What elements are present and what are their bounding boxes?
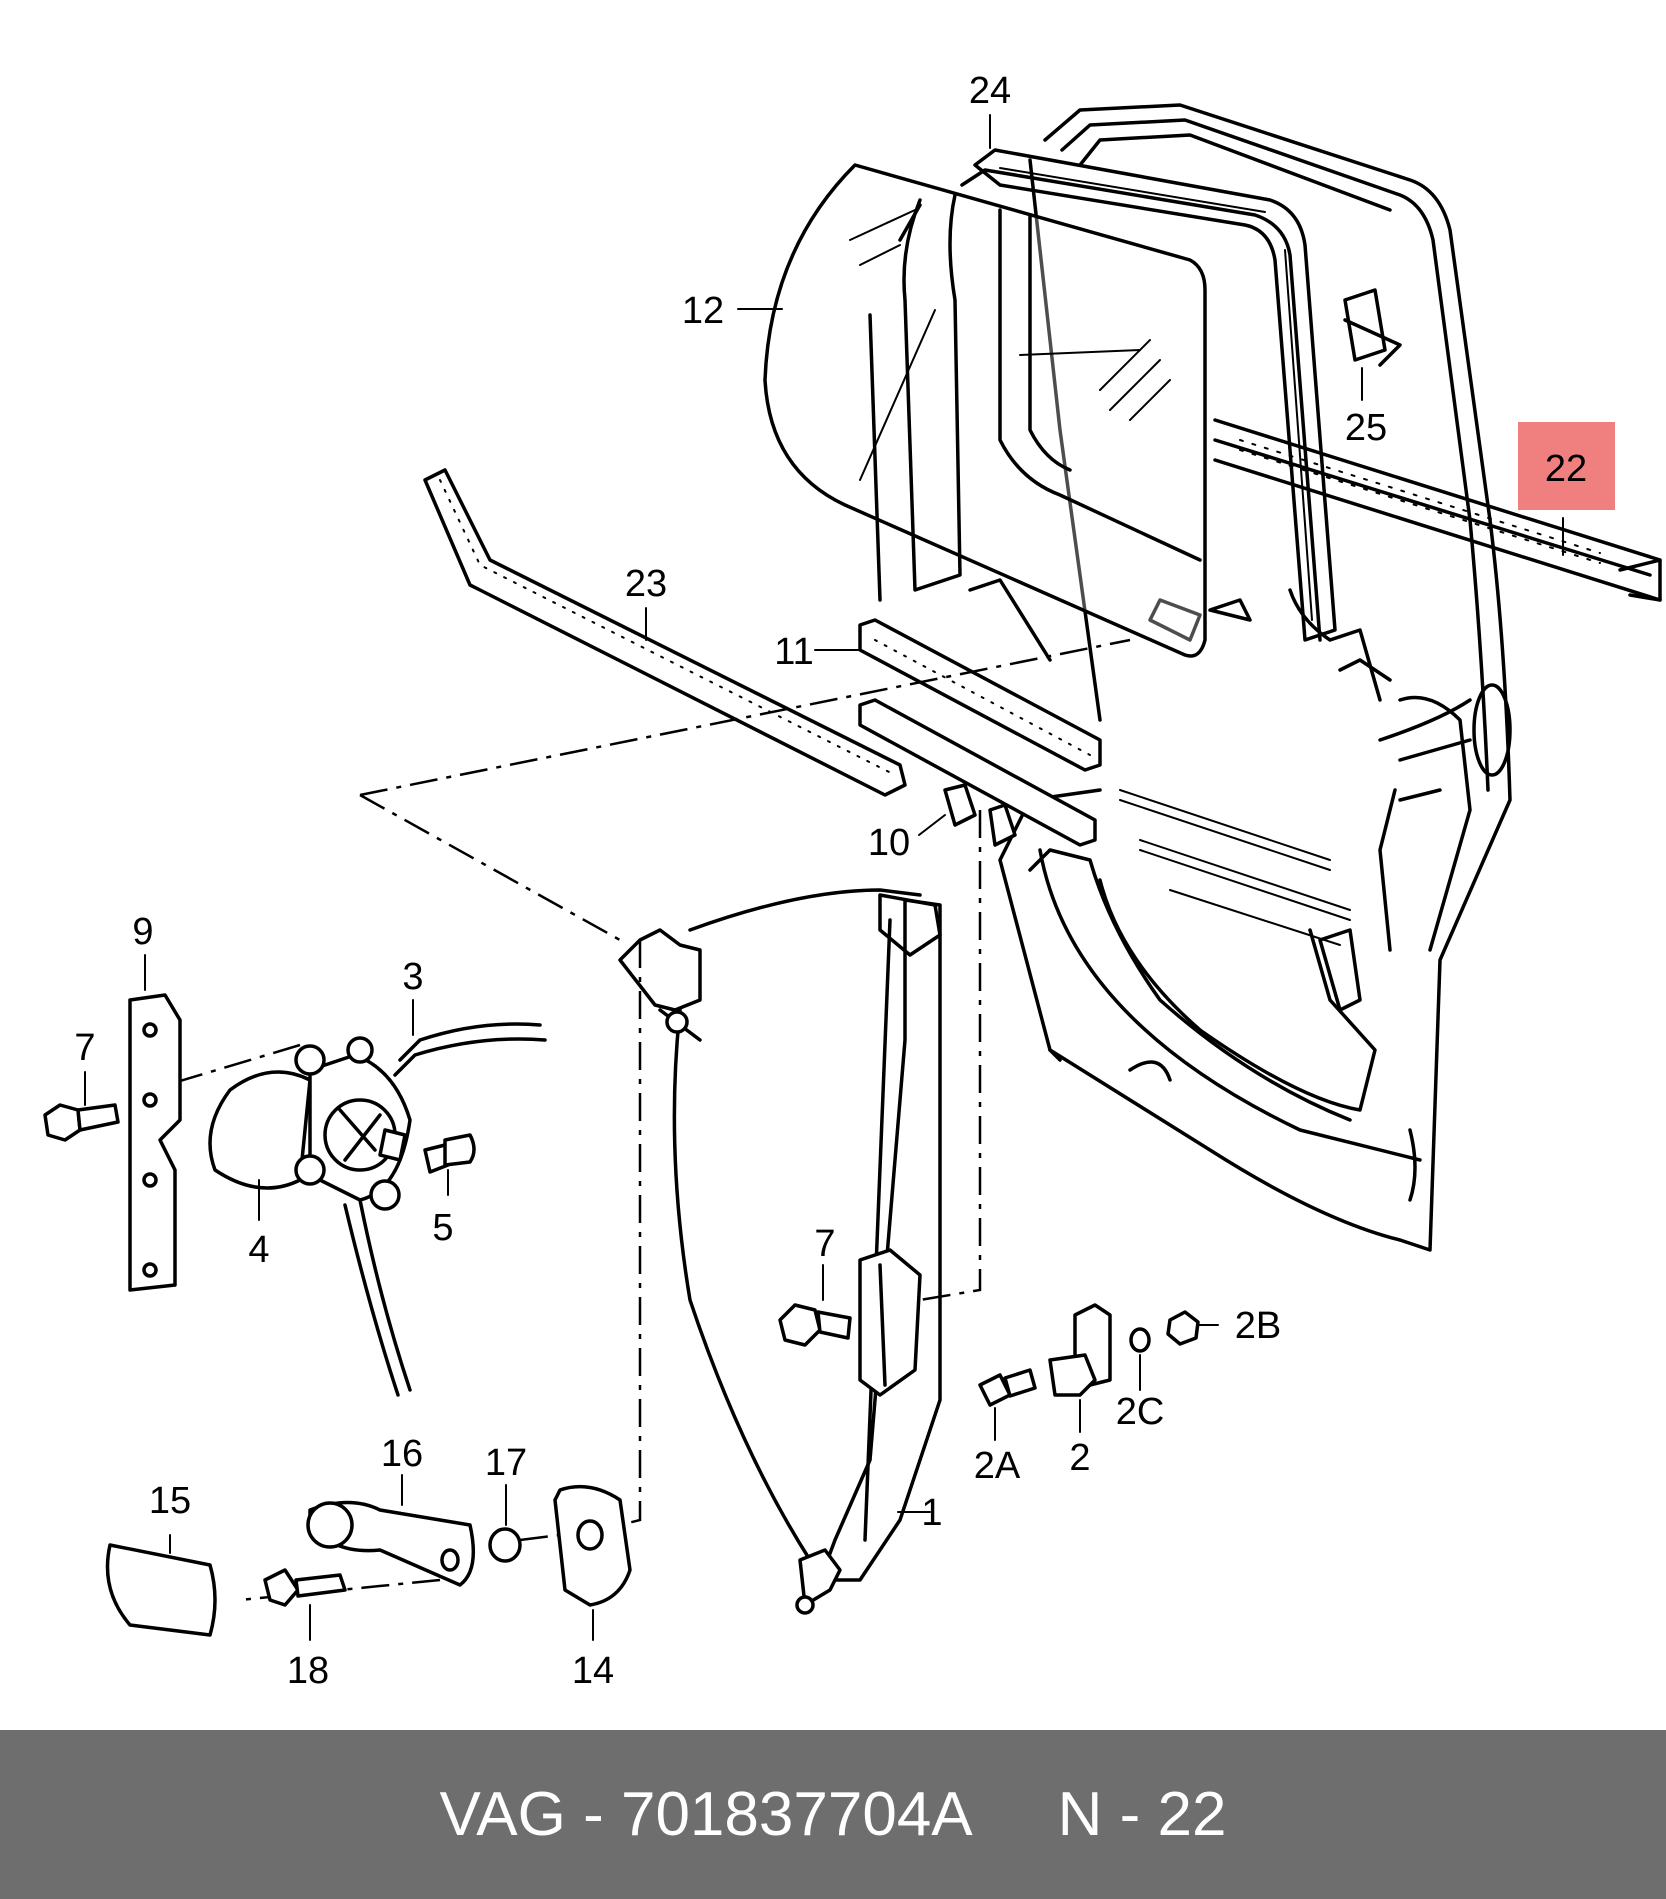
handle-cap-15 (105, 1543, 217, 1637)
callout-10: 10 (868, 822, 910, 864)
callout-16: 16 (381, 1433, 423, 1475)
part-number-footer: VAG - 701837704A N - 22 (0, 1730, 1666, 1899)
brand-separator: - (583, 1780, 604, 1849)
callout-3: 3 (402, 956, 423, 998)
callout-5: 5 (432, 1207, 453, 1249)
callout-15: 15 (149, 1480, 191, 1522)
bracket-2-assembly (978, 1303, 1200, 1407)
handle-base-14 (553, 1484, 632, 1607)
window-regulator-1 (618, 888, 942, 1615)
door-shell (968, 103, 1512, 1252)
callout-labels: 24 12 25 22 23 11 10 9 7 3 4 5 7 2B 2C 2… (74, 70, 1587, 1692)
callout-4: 4 (248, 1229, 269, 1271)
regulator-cable-3 (343, 1022, 547, 1397)
bracket-25 (1343, 288, 1402, 367)
callout-2: 2 (1069, 1437, 1090, 1479)
callout-18: 18 (287, 1650, 329, 1692)
position-label: N - 22 (1057, 1780, 1227, 1849)
callout-12: 12 (682, 290, 724, 332)
inner-seal-strip-11 (858, 618, 1102, 847)
callout-9: 9 (132, 911, 153, 953)
callout-2C: 2C (1116, 1391, 1165, 1433)
screw-18 (263, 1568, 347, 1607)
window-seal-strip-23 (423, 468, 907, 797)
callout-pointers (84, 114, 1564, 1641)
callout-7-left: 7 (74, 1027, 95, 1069)
bushing-17 (488, 1527, 522, 1563)
screw-5 (423, 1133, 476, 1174)
brand-label: VAG (439, 1780, 566, 1849)
callout-1: 1 (921, 1492, 942, 1534)
part-22-highlight (1518, 422, 1615, 510)
callout-17: 17 (485, 1442, 527, 1484)
part-number: 701837704A (620, 1780, 973, 1849)
clips-10 (943, 783, 1017, 847)
window-motor-4 (208, 1036, 412, 1211)
callout-22: 22 (1545, 448, 1587, 490)
callout-2B: 2B (1235, 1305, 1281, 1347)
bolt-7-left (43, 1103, 120, 1142)
callout-7-right: 7 (814, 1223, 835, 1265)
callout-23: 23 (625, 563, 667, 605)
handle-crank-16 (306, 1500, 476, 1587)
window-frame-seal (960, 148, 1337, 642)
reinforcement-bar-22 (1213, 418, 1662, 602)
callout-11: 11 (774, 631, 813, 673)
window-glass (763, 163, 1207, 658)
bolt-7-right (778, 1303, 852, 1347)
exploded-parts-diagram: 24 12 25 22 23 11 10 9 7 3 4 5 7 2B 2C 2… (43, 70, 1662, 1692)
mounting-bracket-9 (128, 993, 182, 1292)
callout-25: 25 (1345, 407, 1387, 449)
callout-14: 14 (572, 1650, 614, 1692)
callout-24: 24 (969, 70, 1011, 112)
callout-2A: 2A (974, 1445, 1021, 1487)
